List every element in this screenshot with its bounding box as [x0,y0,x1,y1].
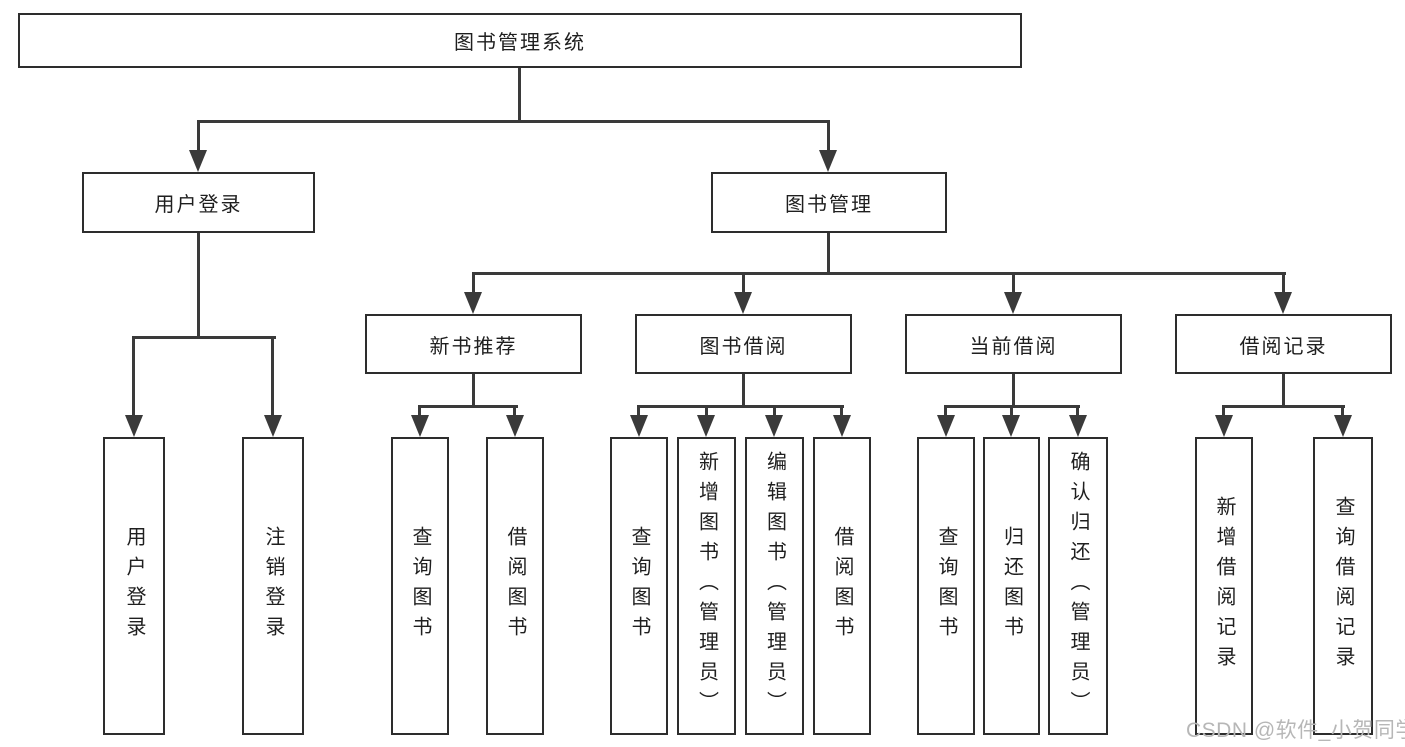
node-current-borrowing: 当前借阅 [905,314,1122,374]
arrowhead-down-icon [833,415,851,437]
connector-line [518,68,521,120]
arrowhead-down-icon [1069,415,1087,437]
connector-line [944,405,947,417]
leaf-borrowing-add-books-admin: 新增图书（管理员） [677,437,736,735]
arrowhead-down-icon [411,415,429,437]
connector-line [513,405,516,417]
connector-line [637,405,844,408]
connector-line [1222,405,1225,417]
connector-line [197,120,830,123]
connector-line [1222,405,1345,408]
arrowhead-down-icon [697,415,715,437]
leaf-user-login: 用户登录 [103,437,165,735]
arrowhead-down-icon [1334,415,1352,437]
arrowhead-down-icon [264,415,282,437]
connector-line [705,405,708,417]
arrowhead-down-icon [1215,415,1233,437]
connector-line [472,374,475,405]
node-library-system: 图书管理系统 [18,13,1022,68]
leaf-recommend-borrow-books: 借阅图书 [486,437,544,735]
leaf-current-query-books: 查询图书 [917,437,975,735]
connector-line [840,405,843,417]
arrowhead-down-icon [937,415,955,437]
connector-line [472,272,475,294]
connector-line [742,272,745,294]
csdn-watermark: CSDN @软件_小贺同学 [1186,719,1405,742]
connector-line [1282,272,1285,294]
leaf-borrowing-borrow-books: 借阅图书 [813,437,871,735]
arrowhead-down-icon [464,292,482,314]
leaf-records-query-record: 查询借阅记录 [1313,437,1373,735]
connector-line [1012,272,1015,294]
leaf-logout: 注销登录 [242,437,304,735]
connector-line [1076,405,1079,417]
node-book-borrowing: 图书借阅 [635,314,852,374]
leaf-borrowing-query-books: 查询图书 [610,437,668,735]
arrowhead-down-icon [765,415,783,437]
connector-line [827,120,830,153]
connector-line [1010,405,1013,417]
leaf-borrowing-edit-books-admin: 编辑图书（管理员） [745,437,804,735]
connector-line [132,336,276,339]
leaf-current-confirm-return-admin: 确认归还（管理员） [1048,437,1108,735]
connector-line [197,120,200,153]
arrowhead-down-icon [1004,292,1022,314]
connector-line [637,405,640,417]
connector-line [472,272,1286,275]
connector-line [1341,405,1344,417]
arrowhead-down-icon [1002,415,1020,437]
connector-line [197,233,200,336]
arrowhead-down-icon [189,150,207,172]
leaf-recommend-query-books: 查询图书 [391,437,449,735]
connector-line [773,405,776,417]
arrowhead-down-icon [819,150,837,172]
arrowhead-down-icon [1274,292,1292,314]
connector-line [132,336,135,417]
arrowhead-down-icon [125,415,143,437]
leaf-current-return-books: 归还图书 [983,437,1040,735]
connector-line [827,233,830,272]
connector-line [1012,374,1015,405]
node-user-login: 用户登录 [82,172,315,233]
connector-line [742,374,745,405]
node-borrowing-records: 借阅记录 [1175,314,1392,374]
node-book-management: 图书管理 [711,172,947,233]
leaf-records-add-record: 新增借阅记录 [1195,437,1253,735]
connector-line [1282,374,1285,405]
arrowhead-down-icon [734,292,752,314]
arrowhead-down-icon [630,415,648,437]
connector-line [418,405,421,417]
node-new-book-recommend: 新书推荐 [365,314,582,374]
connector-line [418,405,518,408]
arrowhead-down-icon [506,415,524,437]
connector-line [271,336,274,417]
